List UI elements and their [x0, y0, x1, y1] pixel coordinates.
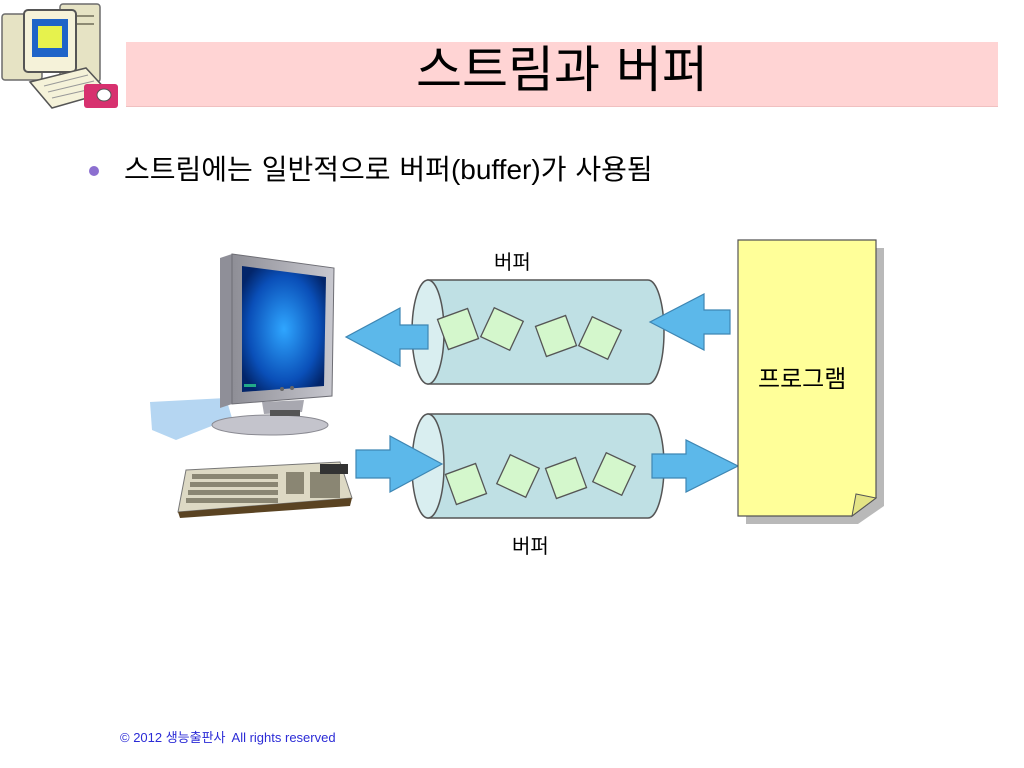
arrow-icon: [648, 293, 731, 351]
buffer-bottom-blocks: [444, 451, 637, 506]
bullet-text: 스트림에는 일반적으로 버퍼(buffer)가 사용됨: [124, 150, 653, 190]
arrow-icon: [651, 439, 740, 493]
data-block: [479, 306, 525, 352]
bullet-text-latin: (buffer): [450, 154, 541, 185]
buffer-bottom: [411, 413, 665, 519]
data-block: [444, 462, 488, 506]
computer-clipart-icon: [1, 3, 118, 109]
bullet-text-suffix: 가 사용됨: [540, 153, 653, 186]
data-block: [577, 315, 623, 361]
data-block: [534, 314, 578, 358]
bullet-marker: [89, 166, 99, 176]
buffer-bottom-label: 버퍼: [512, 534, 549, 558]
slide-title: 스트림과 버퍼: [416, 41, 708, 99]
data-block: [591, 451, 637, 497]
rights-text: All rights reserved: [231, 730, 336, 745]
data-block: [436, 307, 480, 351]
program-label: 프로그램: [758, 365, 847, 393]
bullet-text-prefix: 스트림에는 일반적으로 버퍼: [124, 153, 451, 186]
copyright-text: © 2012 생능출판사: [120, 730, 226, 745]
buffer-top: [411, 279, 665, 385]
arrow-icon: [355, 434, 444, 494]
footer-copyright: © 2012 생능출판사 All rights reserved: [120, 729, 342, 747]
arrow-icon: [344, 306, 429, 368]
buffer-top-label: 버퍼: [494, 250, 531, 274]
buffer-top-blocks: [436, 306, 623, 361]
data-block: [544, 456, 588, 500]
program-document: [737, 239, 884, 524]
keyboard-icon: [177, 461, 353, 518]
data-block: [495, 453, 541, 499]
title-band: [126, 42, 998, 107]
desktop-computer-icon: [150, 253, 335, 440]
